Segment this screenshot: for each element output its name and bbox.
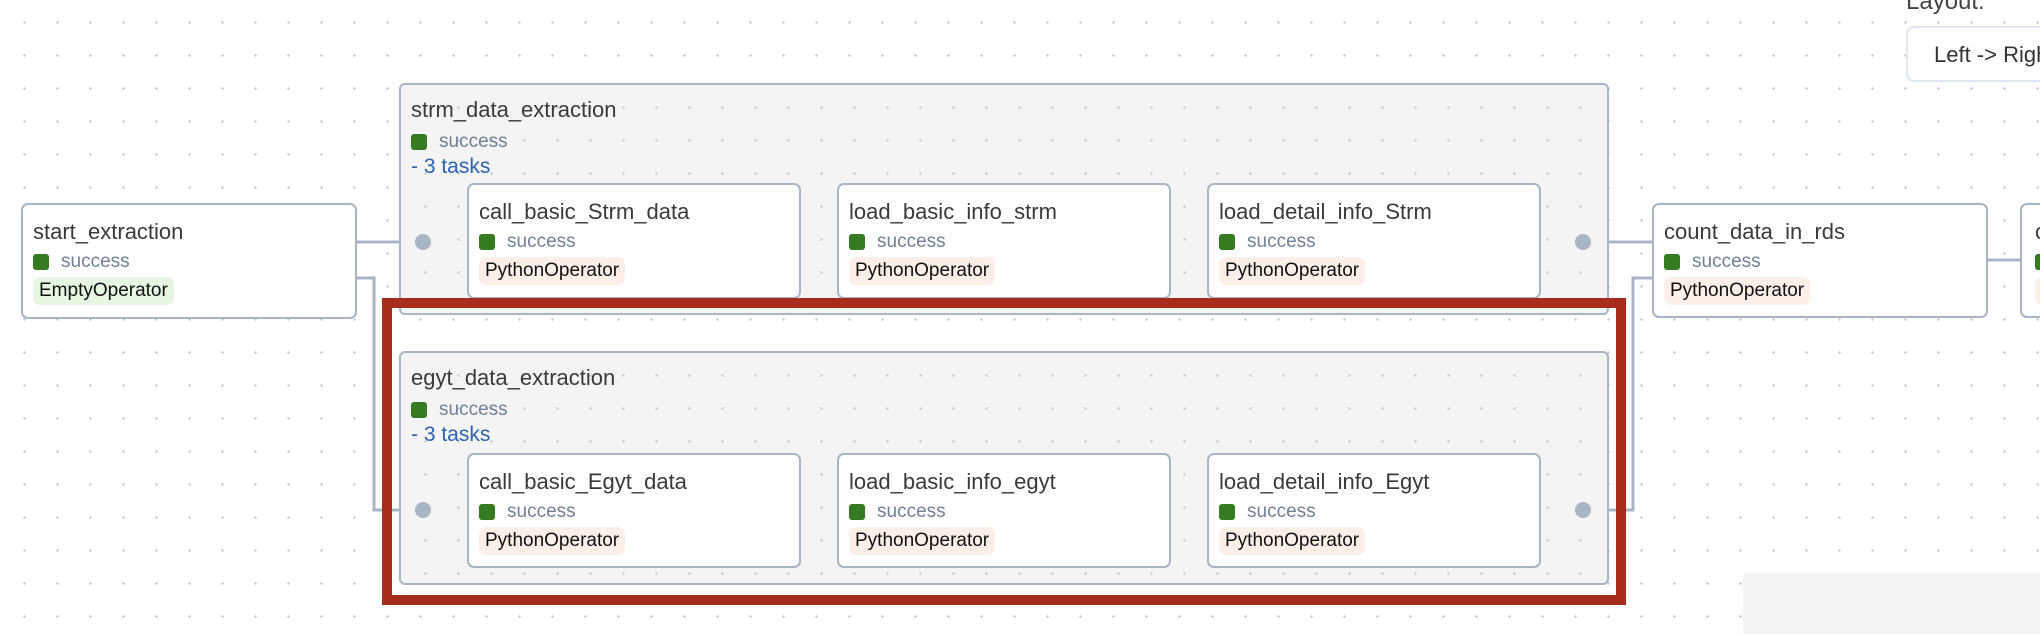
status-square-icon	[479, 234, 495, 250]
operator-badge: PythonOperator	[1219, 257, 1366, 285]
status-square-icon	[1219, 504, 1235, 520]
operator-badge: PythonOperator	[1664, 277, 1811, 305]
task-status: success	[877, 231, 946, 252]
task-status: success	[1247, 231, 1316, 252]
task-node-load-detail-info-egyt[interactable]: load_detail_info_Egyt success PythonOper…	[1207, 453, 1541, 568]
task-node-load-detail-info-strm[interactable]: load_detail_info_Strm success PythonOper…	[1207, 183, 1541, 299]
operator-badge	[2035, 277, 2040, 305]
operator-badge: PythonOperator	[1219, 527, 1366, 555]
task-node-count-data-in-rds[interactable]: count_data_in_rds success PythonOperator	[1652, 203, 1988, 318]
task-status: success	[507, 231, 576, 252]
task-title: c	[2035, 218, 2040, 246]
group-status: success	[439, 399, 508, 420]
operator-badge: PythonOperator	[479, 257, 626, 285]
highlight-box	[382, 298, 1626, 605]
layout-select[interactable]: Left -> Right	[1906, 26, 2040, 82]
task-title: load_detail_info_Strm	[1219, 199, 1432, 224]
collapse-tasks-toggle[interactable]: - 3 tasks	[411, 155, 491, 178]
operator-badge: PythonOperator	[479, 527, 626, 555]
collapse-tasks-toggle[interactable]: - 3 tasks	[411, 423, 491, 446]
task-title: count_data_in_rds	[1664, 219, 1846, 244]
task-status: success	[877, 501, 946, 522]
status-square-icon	[2035, 254, 2040, 270]
task-title: load_basic_info_egyt	[849, 469, 1056, 494]
task-status: success	[61, 251, 130, 272]
group-status: success	[439, 131, 508, 152]
bottom-right-panel	[1743, 573, 2040, 634]
status-square-icon	[411, 134, 427, 150]
task-node-start-extraction[interactable]: start_extraction success EmptyOperator	[21, 203, 357, 319]
group-title: strm_data_extraction	[411, 97, 617, 122]
status-square-icon	[479, 504, 495, 520]
task-title: load_detail_info_Egyt	[1219, 469, 1430, 494]
task-title: load_basic_info_strm	[849, 199, 1057, 224]
task-node-load-basic-info-strm[interactable]: load_basic_info_strm success PythonOpera…	[837, 183, 1171, 299]
task-title: call_basic_Egyt_data	[479, 469, 687, 494]
status-square-icon	[411, 402, 427, 418]
status-square-icon	[1219, 234, 1235, 250]
task-node-next[interactable]: c	[2020, 203, 2040, 318]
task-node-call-basic-egyt-data[interactable]: call_basic_Egyt_data success PythonOpera…	[467, 453, 801, 568]
operator-badge: PythonOperator	[849, 257, 996, 285]
status-square-icon	[33, 254, 49, 270]
task-node-load-basic-info-egyt[interactable]: load_basic_info_egyt success PythonOpera…	[837, 453, 1171, 568]
task-node-call-basic-strm-data[interactable]: call_basic_Strm_data success PythonOpera…	[467, 183, 801, 299]
status-square-icon	[849, 234, 865, 250]
layout-label: Layout:	[1906, 0, 1985, 15]
operator-badge: PythonOperator	[849, 527, 996, 555]
task-title: start_extraction	[33, 219, 184, 244]
operator-badge: EmptyOperator	[33, 277, 174, 305]
group-title: egyt_data_extraction	[411, 365, 616, 390]
task-status: success	[1247, 501, 1316, 522]
status-square-icon	[849, 504, 865, 520]
task-title: call_basic_Strm_data	[479, 199, 690, 224]
task-status: success	[1692, 251, 1761, 272]
status-square-icon	[1664, 254, 1680, 270]
task-status: success	[507, 501, 576, 522]
